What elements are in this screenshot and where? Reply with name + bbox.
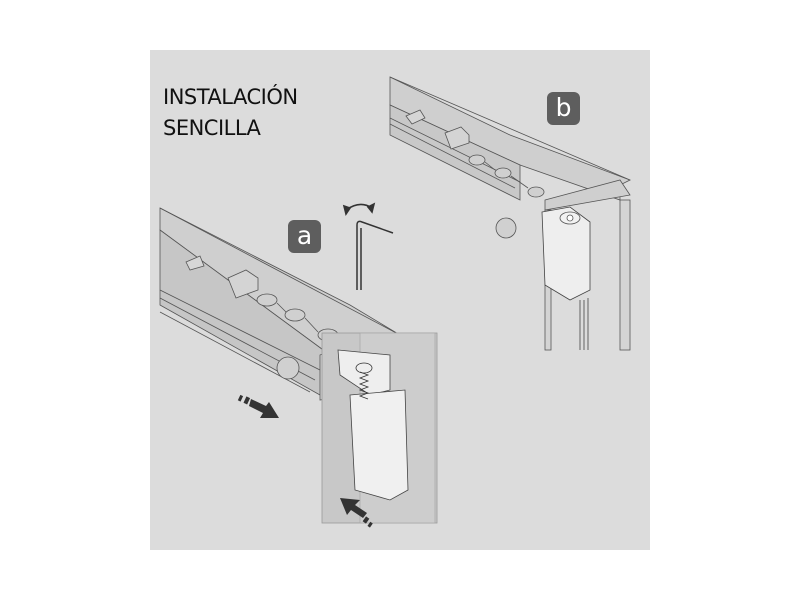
illustration [159, 76, 631, 528]
step-b-illustration [389, 76, 631, 351]
title-line-1: INSTALACIÓN [163, 85, 298, 109]
installation-diagram: INSTALACIÓN SENCILLA [150, 50, 650, 550]
step-b-badge: b [547, 92, 580, 125]
hex-key-icon [356, 220, 394, 290]
step-a-badge: a [288, 220, 321, 253]
rotation-arrow-icon [342, 202, 376, 216]
title-line-2: SENCILLA [163, 116, 261, 140]
diagram-title: INSTALACIÓN SENCILLA [163, 82, 298, 144]
step-a-illustration [159, 207, 438, 524]
slide-arrow-right-icon [237, 394, 279, 418]
push-arrow-up-left-icon [340, 498, 373, 528]
